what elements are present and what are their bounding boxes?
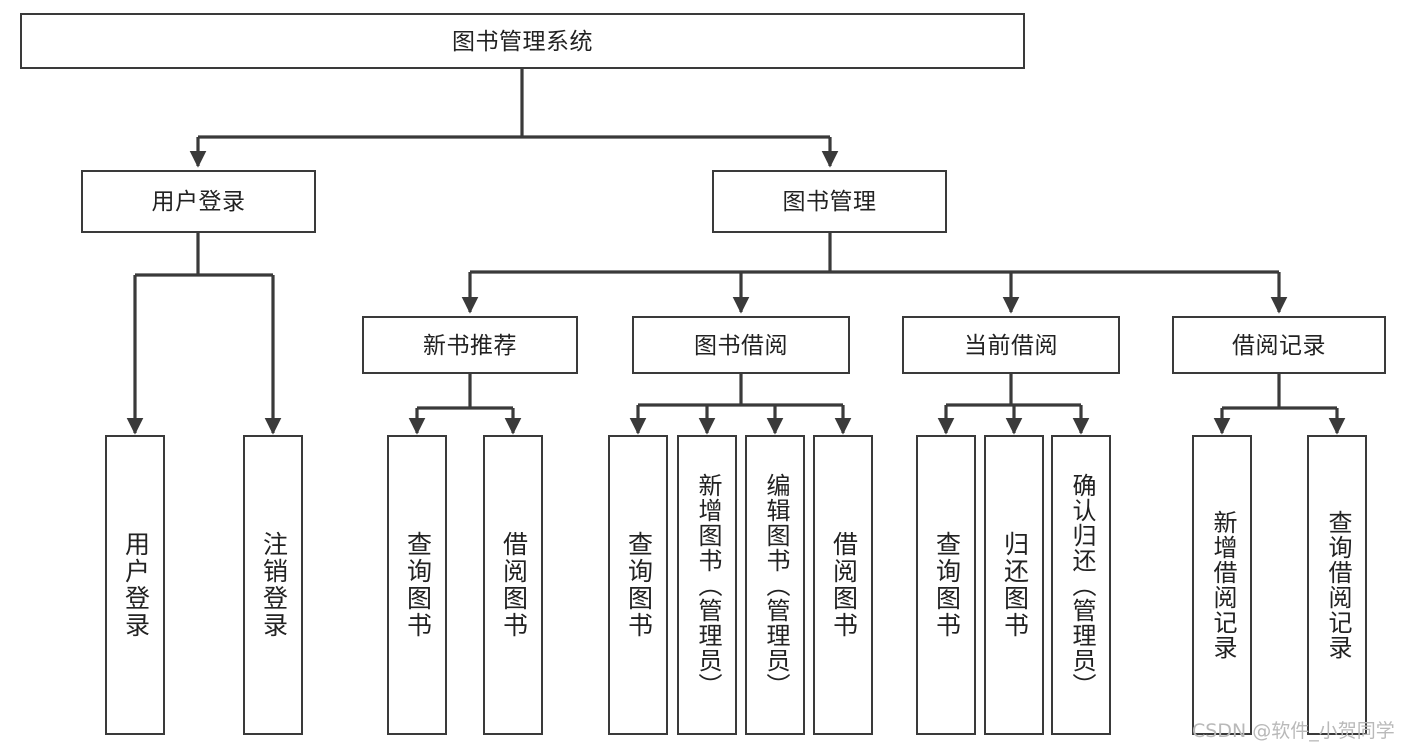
node-user-login-label: 用户登录 xyxy=(151,188,246,214)
node-user-login[interactable]: 用户登录 xyxy=(81,170,316,233)
node-leaf-borrow-book-1-label: 借阅图书 xyxy=(499,531,528,639)
node-leaf-borrow-book-1[interactable]: 借阅图书 xyxy=(483,435,543,735)
node-leaf-confirm-return-label: 确认归还（管理员） xyxy=(1067,472,1095,698)
node-leaf-query-book-3[interactable]: 查询图书 xyxy=(916,435,976,735)
node-book-borrow-label: 图书借阅 xyxy=(694,331,788,358)
node-leaf-query-book-1-label: 查询图书 xyxy=(403,531,432,639)
node-current-borrow-label: 当前借阅 xyxy=(964,331,1058,358)
node-new-book-recommend-label: 新书推荐 xyxy=(423,331,517,358)
node-leaf-edit-book-label: 编辑图书（管理员） xyxy=(761,472,789,698)
node-leaf-add-book-label: 新增图书（管理员） xyxy=(693,472,721,698)
node-leaf-logout-login-label: 注销登录 xyxy=(259,531,288,639)
node-leaf-edit-book[interactable]: 编辑图书（管理员） xyxy=(745,435,805,735)
node-leaf-user-login[interactable]: 用户登录 xyxy=(105,435,165,735)
node-leaf-query-book-3-label: 查询图书 xyxy=(932,531,961,639)
node-new-book-recommend[interactable]: 新书推荐 xyxy=(362,316,578,374)
node-root-label: 图书管理系统 xyxy=(452,27,593,54)
node-leaf-query-book-1[interactable]: 查询图书 xyxy=(387,435,447,735)
node-root[interactable]: 图书管理系统 xyxy=(20,13,1025,69)
node-borrow-record-label: 借阅记录 xyxy=(1232,331,1326,358)
node-leaf-return-book-label: 归还图书 xyxy=(1000,531,1029,639)
node-leaf-logout-login[interactable]: 注销登录 xyxy=(243,435,303,735)
node-borrow-record[interactable]: 借阅记录 xyxy=(1172,316,1386,374)
node-leaf-add-book[interactable]: 新增图书（管理员） xyxy=(677,435,737,735)
node-leaf-add-record-label: 新增借阅记录 xyxy=(1208,510,1236,660)
node-leaf-borrow-book-2[interactable]: 借阅图书 xyxy=(813,435,873,735)
watermark: CSDN @软件_小贺同学 xyxy=(1192,720,1395,742)
node-current-borrow[interactable]: 当前借阅 xyxy=(902,316,1120,374)
node-leaf-return-book[interactable]: 归还图书 xyxy=(984,435,1044,735)
node-book-management-label: 图书管理 xyxy=(782,188,877,214)
node-book-management[interactable]: 图书管理 xyxy=(712,170,947,233)
node-leaf-query-book-2[interactable]: 查询图书 xyxy=(608,435,668,735)
node-book-borrow[interactable]: 图书借阅 xyxy=(632,316,850,374)
node-leaf-user-login-label: 用户登录 xyxy=(121,531,150,639)
node-leaf-confirm-return[interactable]: 确认归还（管理员） xyxy=(1051,435,1111,735)
node-leaf-query-record[interactable]: 查询借阅记录 xyxy=(1307,435,1367,735)
node-leaf-query-book-2-label: 查询图书 xyxy=(624,531,653,639)
node-leaf-add-record[interactable]: 新增借阅记录 xyxy=(1192,435,1252,735)
node-leaf-query-record-label: 查询借阅记录 xyxy=(1323,510,1351,660)
node-leaf-borrow-book-2-label: 借阅图书 xyxy=(829,531,858,639)
